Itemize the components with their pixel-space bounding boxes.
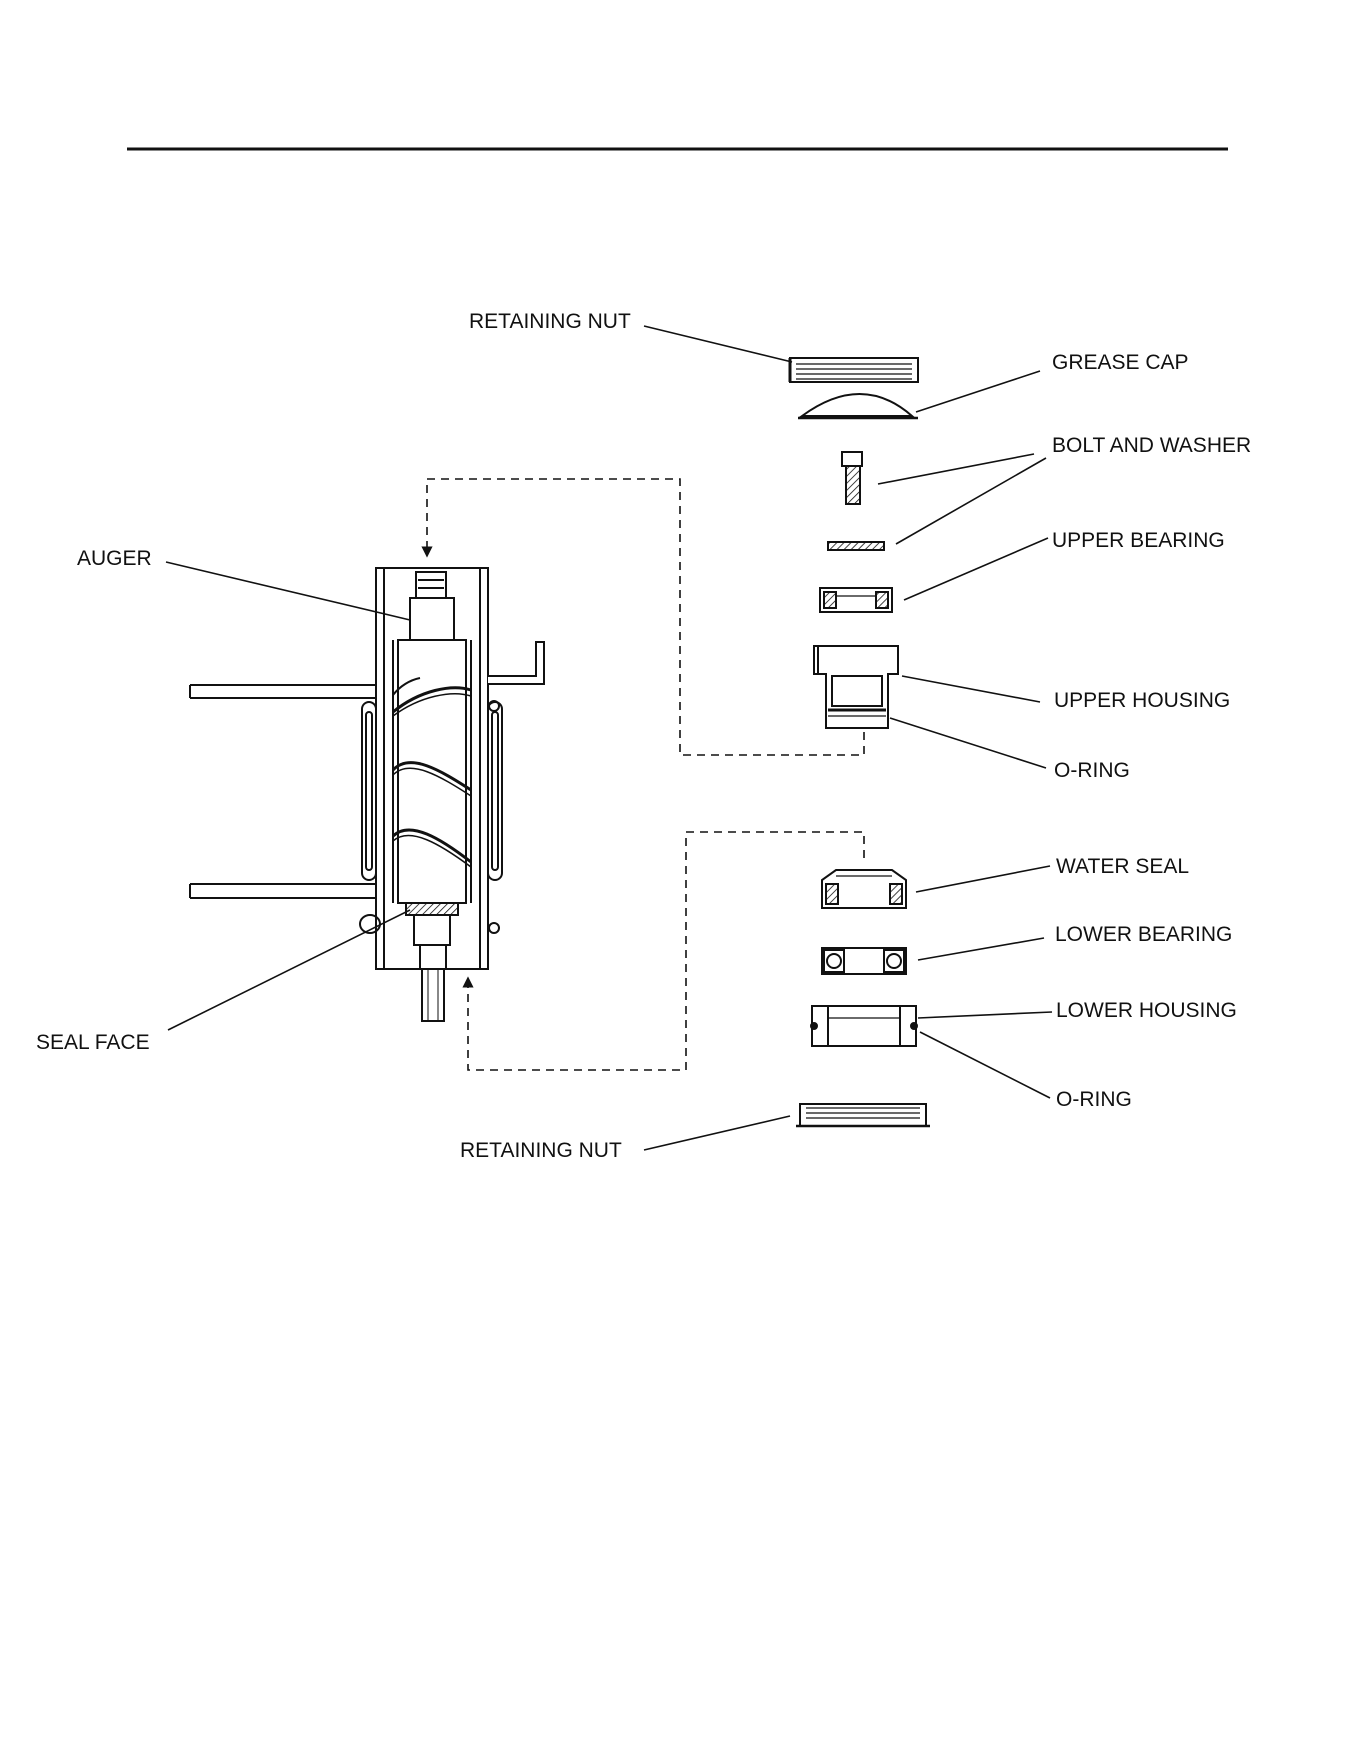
- left-tension-bar: [362, 702, 376, 880]
- auger-top-stud: [416, 572, 446, 600]
- water-seal-part: [822, 870, 906, 908]
- label-o-ring-lower: O-RING: [1056, 1088, 1132, 1111]
- label-retaining-nut-top: RETAINING NUT: [469, 310, 631, 333]
- label-auger: AUGER: [77, 547, 152, 570]
- washer-part: [828, 542, 884, 550]
- retaining-nut-top-part: [790, 358, 918, 382]
- assembly-path-lower: [468, 832, 864, 1070]
- upper-bearing-part: [820, 588, 892, 612]
- upper-housing-part: [814, 646, 898, 728]
- label-lower-bearing: LOWER BEARING: [1055, 923, 1232, 946]
- label-retaining-nut-bottom: RETAINING NUT: [460, 1139, 622, 1162]
- label-upper-bearing: UPPER BEARING: [1052, 529, 1225, 552]
- lower-housing-part: [811, 1006, 917, 1046]
- lower-bearing-part: [822, 948, 906, 974]
- outlet-hook: [488, 642, 544, 684]
- label-bolt-and-washer: BOLT AND WASHER: [1052, 434, 1251, 457]
- seal-face: [406, 903, 458, 915]
- auger-lower-shaft: [420, 945, 446, 969]
- grease-cap-part: [798, 394, 918, 418]
- label-grease-cap: GREASE CAP: [1052, 351, 1189, 374]
- leader-lines: [166, 326, 1052, 1150]
- bolt-part: [842, 452, 862, 504]
- right-tension-bar: [488, 702, 502, 880]
- label-upper-housing: UPPER HOUSING: [1054, 689, 1230, 712]
- label-o-ring-upper: O-RING: [1054, 759, 1130, 782]
- auger-body: [398, 640, 466, 903]
- label-water-seal: WATER SEAL: [1056, 855, 1189, 878]
- label-lower-housing: LOWER HOUSING: [1056, 999, 1237, 1022]
- retaining-nut-bottom-part: [796, 1104, 930, 1126]
- auger-assembly: [190, 568, 544, 1021]
- label-seal-face: SEAL FACE: [36, 1031, 150, 1054]
